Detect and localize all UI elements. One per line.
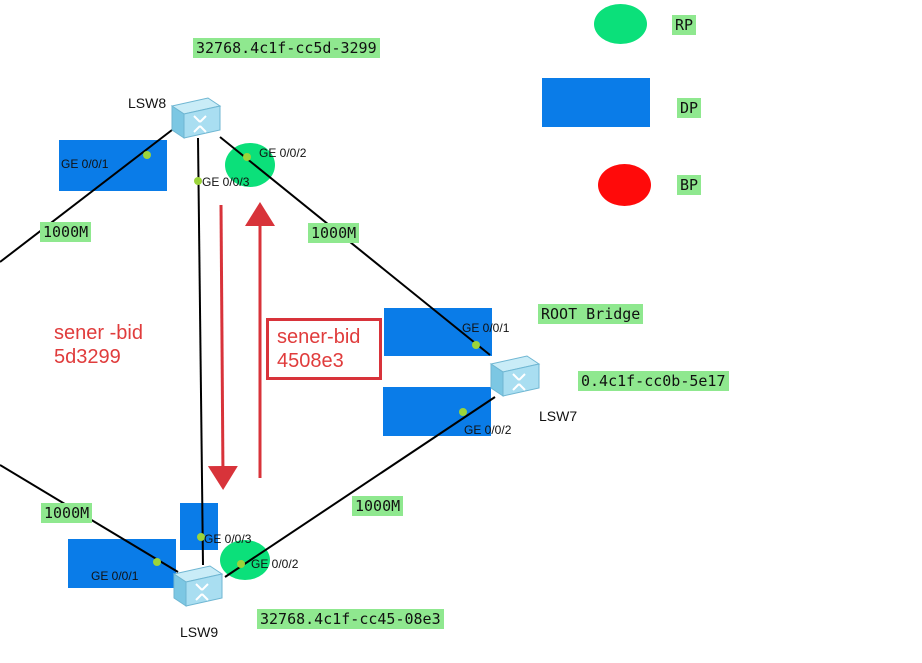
lsw8-name: LSW8 [128, 95, 167, 111]
dp-block-lsw9-g3 [180, 503, 218, 550]
lsw8-bid-label: 32768.4c1f-cc5d-3299 [193, 38, 380, 58]
link-lsw8-lsw9 [197, 137, 204, 566]
link-lsw9-left-bw: 1000M [41, 503, 93, 523]
lsw9-name: LSW9 [180, 624, 219, 640]
rp-marker-lsw8-g2 [225, 143, 275, 187]
left-bid-note-line1: sener -bid [54, 322, 143, 344]
link-lsw8-left [0, 129, 173, 263]
port-dot-lsw7-g1 [472, 341, 480, 349]
boxed-bid-note-line1: sener-bid [277, 326, 361, 348]
boxed-bid-note: sener-bid 4508e3 [277, 325, 360, 373]
lsw8-port-g2: GE 0/0/2 [259, 146, 307, 160]
legend-bp-label: BP [677, 175, 702, 195]
left-bid-note-line2: 5d3299 [54, 346, 121, 368]
port-dot-lsw9-g1 [153, 558, 161, 566]
switch-icon-lsw8[interactable] [168, 92, 224, 142]
lsw9-bid-label: 32768.4c1f-cc45-08e3 [257, 609, 444, 629]
boxed-bid-note-line2: 4508e3 [277, 350, 344, 372]
legend-dp-label: DP [677, 98, 702, 118]
lsw9-port-g1: GE 0/0/1 [91, 569, 139, 583]
legend-dp-shape [542, 78, 650, 127]
link-lsw9-lsw7-bw: 1000M [352, 496, 404, 516]
switch-icon-lsw7[interactable] [487, 350, 543, 400]
legend-rp-label: RP [672, 15, 697, 35]
left-bid-note: sener -bid 5d3299 [54, 321, 143, 369]
link-lsw8-lsw7 [219, 136, 491, 356]
lsw7-name: LSW7 [539, 408, 578, 424]
boxed-bid-frame [266, 318, 382, 380]
port-dot-lsw8-g1 [143, 151, 151, 159]
link-lsw8-left-bw: 1000M [40, 222, 92, 242]
link-lsw9-lsw7 [224, 396, 496, 578]
link-lsw8-lsw7-bw: 1000M [308, 223, 360, 243]
switch-icon-lsw9[interactable] [170, 560, 226, 610]
lsw7-bid-label: 0.4c1f-cc0b-5e17 [578, 371, 729, 391]
legend-rp-shape [594, 4, 647, 44]
port-dot-lsw8-g2 [243, 153, 251, 161]
port-dot-lsw9-g2 [237, 560, 245, 568]
legend-bp-shape [598, 164, 651, 206]
lsw7-port-g1: GE 0/0/1 [462, 321, 510, 335]
lsw7-port-g2: GE 0/0/2 [464, 423, 512, 437]
lsw8-port-g3: GE 0/0/3 [202, 175, 250, 189]
lsw9-port-g3: GE 0/0/3 [204, 532, 252, 546]
port-dot-lsw9-g3 [197, 533, 205, 541]
port-dot-lsw8-g3 [194, 177, 202, 185]
port-dot-lsw7-g2 [459, 408, 467, 416]
root-bridge-label: ROOT Bridge [538, 304, 644, 324]
rp-marker-lsw9-g2 [220, 540, 270, 580]
lsw9-port-g2: GE 0/0/2 [251, 557, 299, 571]
bpdu-arrow-down [207, 204, 238, 490]
lsw8-port-g1: GE 0/0/1 [61, 157, 109, 171]
